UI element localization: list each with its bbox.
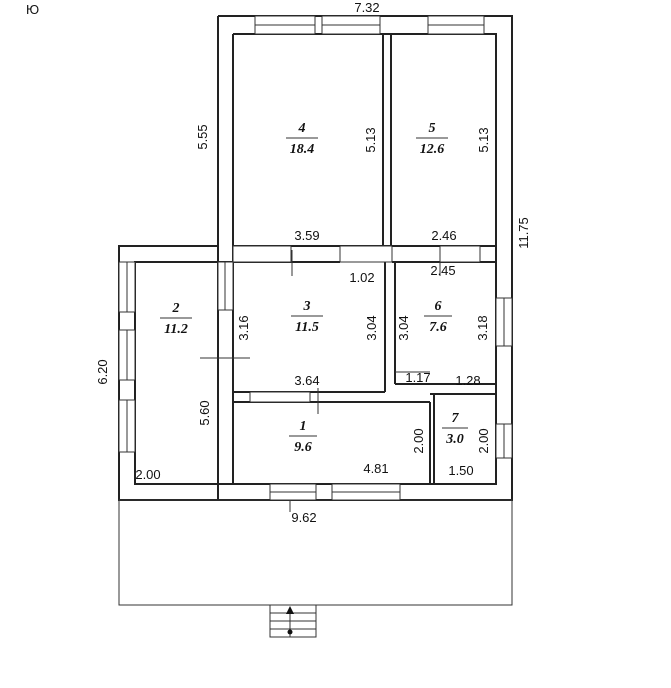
- room-7-area: 3.0: [445, 432, 464, 447]
- dim-left-lower: 6.20: [95, 359, 110, 384]
- interior-walls: [217, 33, 496, 500]
- dim-room2-width: 2.00: [135, 467, 160, 482]
- dim-corridor-width: 1.02: [349, 270, 374, 285]
- room-1-area: 9.6: [294, 440, 312, 455]
- dim-right-total: 11.75: [516, 217, 531, 249]
- room-4-area: 18.4: [290, 142, 315, 157]
- window-inner-row: [232, 245, 292, 263]
- dim-room5-height: 5.13: [476, 127, 491, 152]
- dimension-labels: 7.32 5.55 11.75 6.20 9.62 5.13 5.13 3.59…: [95, 0, 531, 525]
- dimension-ticks: [200, 250, 441, 512]
- dim-room3-height-right: 3.04: [364, 315, 379, 340]
- dim-room7-height: 2.00: [476, 428, 491, 453]
- room-6-number: 6: [435, 299, 442, 314]
- dim-room1-height: 2.00: [411, 428, 426, 453]
- dim-left-upper: 5.55: [195, 124, 210, 149]
- wall-4-5: [382, 33, 392, 247]
- entrance-dot: [287, 629, 293, 635]
- room-2-number: 2: [172, 301, 180, 316]
- room-4-number: 4: [298, 121, 306, 136]
- dim-room2-height: 5.60: [197, 400, 212, 425]
- room-labels: 4 18.4 5 12.6 2 11.2 3 11.5 6 7.6 1 9.6 …: [160, 121, 468, 455]
- room-5-number: 5: [429, 121, 436, 136]
- window-inner-3-1: [249, 391, 311, 403]
- dim-room6-bottom-left: 1.17: [405, 370, 430, 385]
- dim-room7-width: 1.50: [448, 463, 473, 478]
- dim-room6-height-right: 3.18: [475, 315, 490, 340]
- dim-room3-width-bottom: 3.64: [294, 373, 319, 388]
- dim-room6-bottom-right: 1.28: [455, 373, 480, 388]
- dim-room6-width-inner: 2.45: [430, 263, 455, 278]
- window-inner-row-3: [439, 245, 481, 263]
- dim-room3-height-left: 3.16: [236, 315, 251, 340]
- dim-bottom-width: 9.62: [291, 510, 316, 525]
- windows: [118, 15, 513, 501]
- room-1-number: 1: [300, 419, 307, 434]
- dim-room3-width-top: 3.59: [294, 228, 319, 243]
- window-inner-row-2: [339, 245, 393, 263]
- dim-top-width: 7.32: [354, 0, 379, 15]
- room-6-area: 7.6: [429, 320, 447, 335]
- room-3-number: 3: [303, 299, 311, 314]
- dim-room6-height-left: 3.04: [396, 315, 411, 340]
- entrance-arrow-icon: [286, 606, 294, 614]
- room-5-area: 12.6: [420, 142, 445, 157]
- room-7-number: 7: [452, 411, 460, 426]
- entrance-steps: [269, 604, 317, 638]
- dim-room6-width-top: 2.46: [431, 228, 456, 243]
- dim-room4-height: 5.13: [363, 127, 378, 152]
- dim-room1-width: 4.81: [363, 461, 388, 476]
- corner-mark: Ю: [26, 2, 39, 17]
- room-2-area: 11.2: [164, 322, 188, 337]
- room-3-area: 11.5: [295, 320, 319, 335]
